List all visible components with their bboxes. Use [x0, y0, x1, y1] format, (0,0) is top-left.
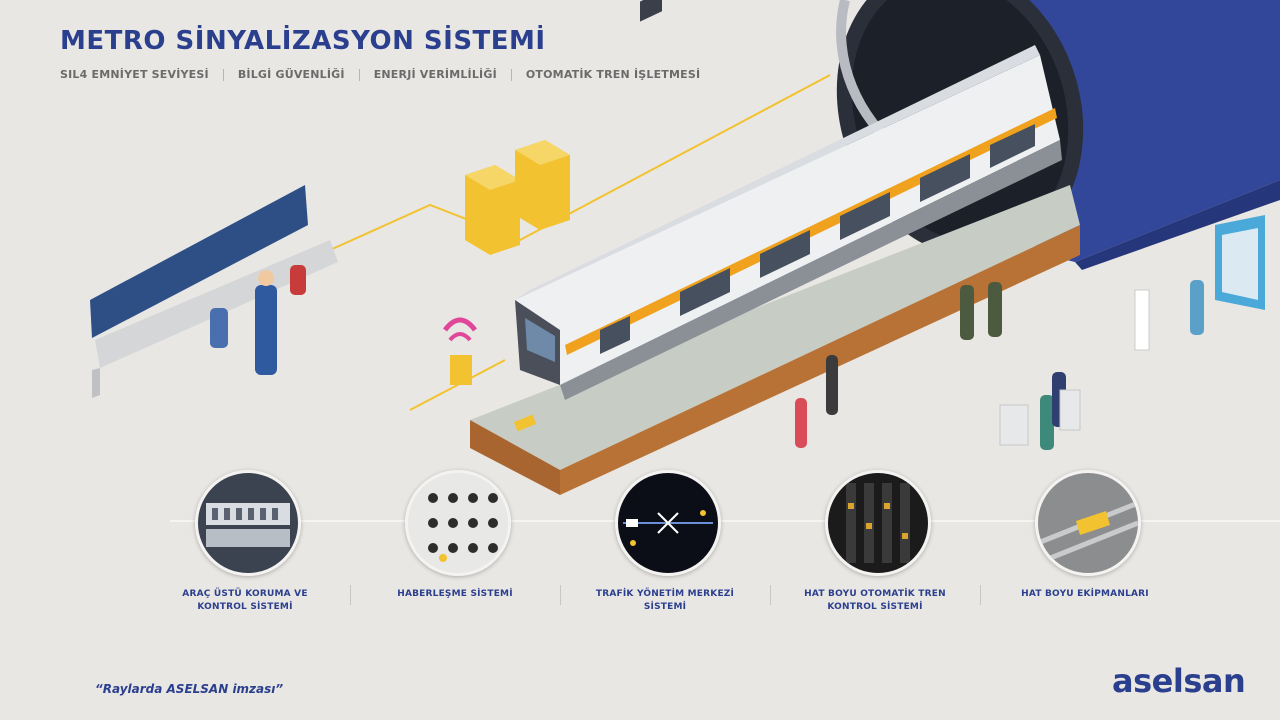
feature-divider	[358, 68, 360, 81]
system-label-line: KONTROL SİSTEMİ	[827, 602, 923, 612]
feature-sil4: SIL4 EMNİYET SEVİYESİ	[60, 68, 209, 81]
system-label-line: HAT BOYU EKİPMANLARI	[1021, 589, 1149, 599]
slogan: “Raylarda ASELSAN imzası”	[95, 682, 284, 696]
aselsan-logo: aselsan	[1112, 662, 1246, 700]
system-label-wayside-equipment: HAT BOYU EKİPMANLARI	[1005, 588, 1165, 601]
system-label-line: HABERLEŞME SİSTEMİ	[397, 589, 513, 599]
label-divider	[350, 585, 351, 605]
traffic-management-image	[615, 470, 721, 576]
page-title: METRO SİNYALİZASYON SİSTEMİ	[60, 26, 546, 56]
wayside-equipment-image	[1035, 470, 1141, 576]
ticket-gates	[999, 389, 1081, 446]
system-label-line: ARAÇ ÜSTÜ KORUMA VE	[182, 589, 308, 599]
metro-train	[515, 0, 1062, 400]
info-kiosk	[1215, 215, 1265, 310]
system-label-line: KONTROL SİSTEMİ	[197, 602, 293, 612]
feature-automatic-operation: OTOMATİK TREN İŞLETMESİ	[525, 68, 701, 81]
systems-baseline	[170, 520, 1280, 522]
label-divider	[980, 585, 981, 605]
label-divider	[770, 585, 771, 605]
system-label-line: SİSTEMİ	[643, 602, 687, 612]
server-stacks	[443, 140, 570, 385]
feature-energy: ENERJİ VERİMLİLİĞİ	[373, 68, 497, 81]
feature-list: SIL4 EMNİYET SEVİYESİ BİLGİ GÜVENLİĞİ EN…	[60, 68, 700, 81]
onboard-protection-image	[195, 470, 301, 576]
feature-security: BİLGİ GÜVENLİĞİ	[237, 68, 345, 81]
system-label-line: HAT BOYU OTOMATİK TREN	[804, 589, 946, 599]
feature-divider	[510, 68, 512, 81]
system-label-onboard: ARAÇ ÜSTÜ KORUMA VE KONTROL SİSTEMİ	[165, 588, 325, 614]
wayside-atc-image	[825, 470, 931, 576]
system-label-traffic: TRAFİK YÖNETİM MERKEZİ SİSTEMİ	[585, 588, 745, 614]
system-label-line: TRAFİK YÖNETİM MERKEZİ	[595, 589, 735, 599]
track-platform	[470, 185, 1080, 495]
control-room	[90, 185, 338, 398]
label-divider	[560, 585, 561, 605]
system-label-communication: HABERLEŞME SİSTEMİ	[375, 588, 535, 601]
feature-divider	[222, 68, 224, 81]
communication-system-image	[405, 470, 511, 576]
system-label-wayside-atc: HAT BOYU OTOMATİK TREN KONTROL SİSTEMİ	[795, 588, 955, 614]
